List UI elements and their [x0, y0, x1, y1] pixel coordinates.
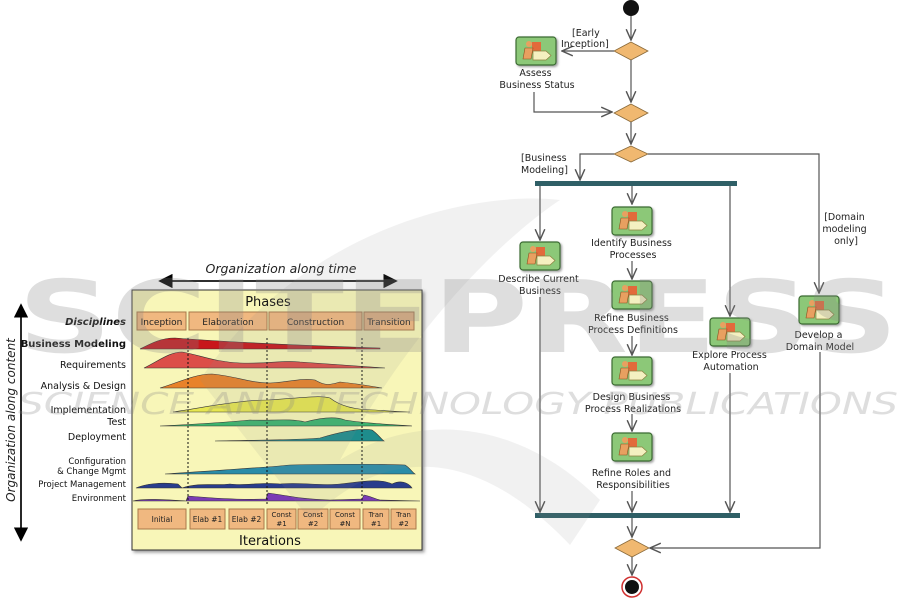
svg-text:Elab #1: Elab #1	[193, 515, 223, 524]
discipline-label: Deployment	[68, 432, 126, 443]
svg-text:Tran: Tran	[395, 511, 411, 519]
activity-describe-current-business[interactable]: Describe Current Business	[498, 241, 581, 297]
svg-text:Elab #2: Elab #2	[232, 515, 262, 524]
guard-business-modeling: [Business Modeling]	[521, 153, 570, 176]
content-axis-label: Organization along content	[4, 337, 18, 502]
iteration-box: Tran#1	[362, 508, 390, 530]
svg-text:Initial: Initial	[152, 515, 173, 524]
activity-assess-business-status[interactable]: Assess Business Status	[499, 36, 575, 91]
svg-text:Assess Business Status: Assess Business Status	[499, 68, 574, 91]
discipline-label: Analysis & Design	[41, 381, 126, 392]
guard-early-inception: [Early Inception]	[561, 28, 609, 50]
svg-text:Const: Const	[303, 511, 323, 519]
discipline-hump	[135, 480, 413, 489]
discipline-hump	[159, 417, 413, 427]
guard-domain-modeling: [Domain modeling only]	[822, 212, 869, 247]
svg-text:Develop a Domain Model: Develop a Domain Model	[786, 330, 854, 353]
activity-develop-domain-model[interactable]: Develop a Domain Model	[786, 295, 854, 353]
phase-box-elaboration: Elaboration	[188, 311, 268, 331]
activity-icon	[611, 356, 653, 386]
discipline-hump	[159, 373, 383, 389]
time-axis-label: Organization along time	[206, 261, 357, 276]
discipline-label: Configuration	[68, 457, 126, 467]
discipline-label: Business Modeling	[21, 339, 126, 350]
discipline-label: Project Management	[38, 480, 126, 490]
phase-box-construction: Construction	[268, 311, 363, 331]
activity-diagram: [Early Inception] Assess Business Status…	[498, 0, 869, 598]
svg-text:Construction: Construction	[287, 318, 344, 328]
iteration-box: Const#1	[266, 508, 297, 530]
activity-icon	[515, 36, 557, 66]
svg-text:Const: Const	[335, 511, 355, 519]
iteration-box: Const#N	[329, 508, 361, 530]
svg-text:#2: #2	[398, 520, 408, 528]
discipline-hump	[172, 396, 411, 413]
activity-design-process-realizations[interactable]: Design Business Process Realizations	[585, 356, 681, 415]
svg-text:#2: #2	[308, 520, 318, 528]
iteration-box: Elab #1	[189, 508, 226, 530]
iteration-box: Elab #2	[228, 508, 265, 530]
activity-explore-process-automation[interactable]: Explore Process Automation	[692, 317, 770, 373]
svg-text:Tran: Tran	[368, 511, 384, 519]
iteration-box: Initial	[137, 508, 187, 530]
discipline-label: Requirements	[60, 360, 126, 371]
activity-refine-process-definitions[interactable]: Refine Business Process Definitions	[588, 280, 678, 336]
svg-text:#N: #N	[339, 520, 350, 528]
svg-text:Identify Business Proces: Identify Business Processes	[591, 238, 675, 261]
disciplines-label: Disciplines	[65, 317, 126, 328]
iterations-title: Iterations	[239, 534, 301, 549]
decision-node-1[interactable]	[613, 41, 649, 61]
iteration-box: Const#2	[297, 508, 329, 530]
svg-text:#1: #1	[371, 520, 381, 528]
decision-node-merge[interactable]	[614, 538, 650, 558]
svg-text:Explore Process Automati: Explore Process Automation	[692, 350, 770, 373]
phase-box-transition: Transition	[363, 311, 415, 331]
initial-node	[623, 0, 639, 16]
phase-box-inception: Inception	[136, 311, 187, 331]
discipline-label: Test	[106, 417, 126, 428]
fork-bar	[535, 181, 737, 186]
svg-text:Design Business Process: Design Business Process Realizations	[585, 392, 681, 415]
discipline-hump	[132, 492, 421, 502]
discipline-label: Implementation	[51, 405, 126, 416]
iteration-box: Tran#2	[390, 508, 417, 530]
activity-icon	[611, 206, 653, 236]
svg-text:#1: #1	[276, 520, 286, 528]
discipline-label: & Change Mgmt	[57, 467, 127, 477]
final-node	[625, 580, 639, 594]
svg-text:Refine Business Process: Refine Business Process Definitions	[588, 313, 678, 336]
join-bar	[535, 513, 740, 518]
discipline-hump	[214, 429, 385, 442]
discipline-label: Environment	[72, 494, 127, 504]
phases-title: Phases	[245, 295, 291, 310]
discipline-hump	[139, 337, 381, 350]
activity-icon	[519, 241, 561, 271]
svg-text:Transition: Transition	[366, 318, 411, 328]
activity-icon	[798, 295, 840, 325]
activity-refine-roles[interactable]: Refine Roles and Responsibilities	[592, 432, 674, 491]
rup-hump-chart: Organization along time Organization alo…	[4, 261, 423, 551]
activity-icon	[709, 317, 751, 347]
svg-text:Refine Roles and Respons: Refine Roles and Responsibilities	[592, 468, 674, 491]
activity-icon	[611, 280, 653, 310]
discipline-hump	[143, 351, 386, 369]
svg-text:Const: Const	[272, 511, 292, 519]
decision-node-2[interactable]	[613, 103, 649, 123]
activity-icon	[611, 432, 653, 462]
svg-text:Inception: Inception	[141, 318, 183, 328]
discipline-hump	[164, 463, 416, 475]
activity-identify-business-processes[interactable]: Identify Business Processes	[591, 206, 675, 261]
decision-node-3[interactable]	[613, 145, 649, 163]
svg-text:Elaboration: Elaboration	[202, 318, 253, 328]
svg-text:Describe Current Busines: Describe Current Business	[498, 274, 581, 297]
